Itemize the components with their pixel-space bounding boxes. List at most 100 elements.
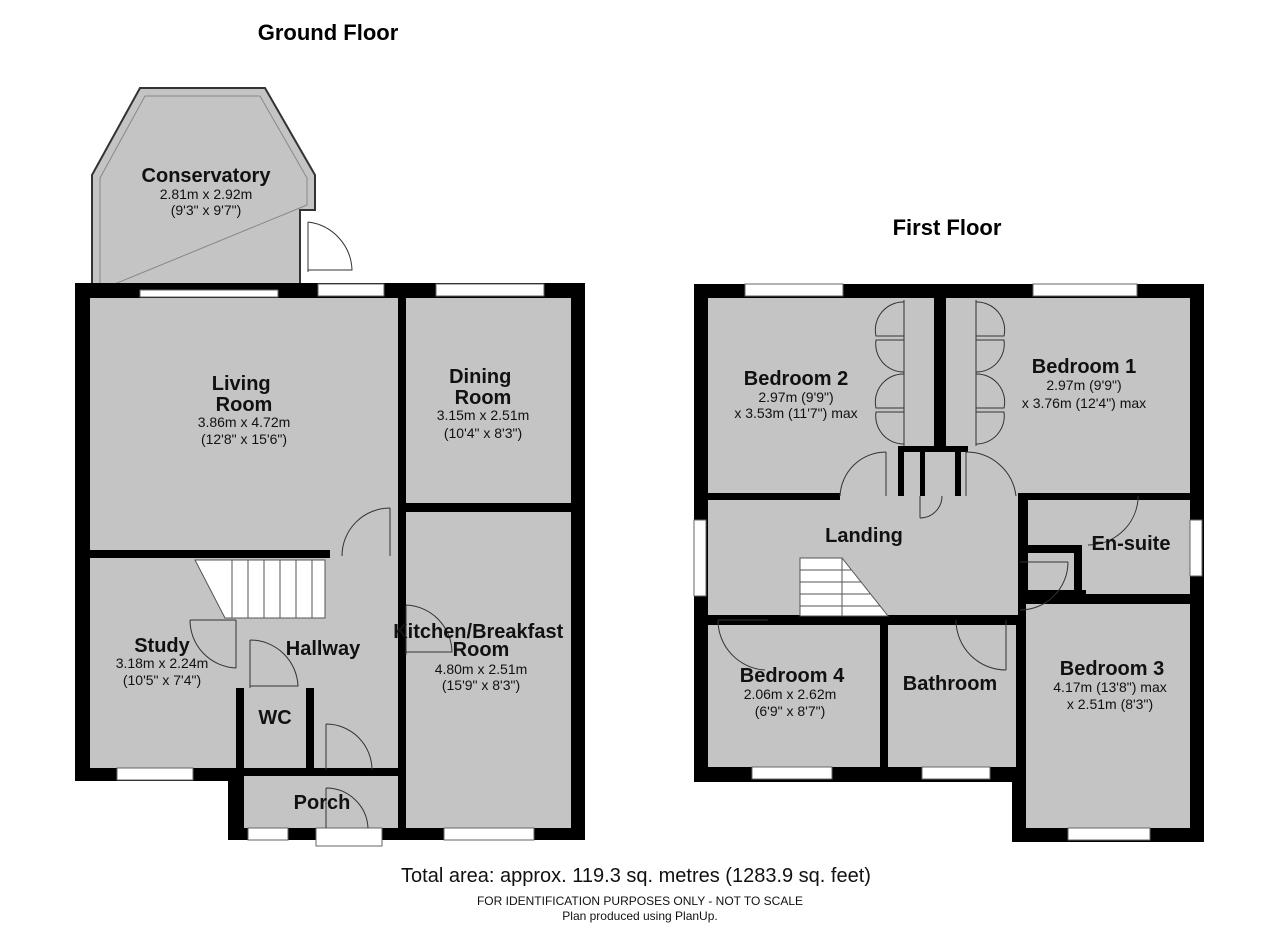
bedroom2-label: Bedroom 2	[744, 368, 848, 390]
dining-room-dim-2: (10'4" x 8'3")	[444, 425, 522, 441]
bedroom4-door	[717, 619, 768, 671]
bedroom4-dim-2: (6'9" x 8'7")	[755, 703, 826, 719]
bedroom3-window	[1067, 827, 1151, 841]
bedroom3-floor	[1026, 604, 1190, 828]
porch-window	[247, 827, 289, 841]
kitchen-label-2: Room	[453, 639, 510, 661]
wall-landing-bottom	[708, 617, 1018, 625]
first-floor-plan: First Floor	[693, 215, 1204, 842]
hall-door	[341, 507, 391, 557]
wall-cupboard-top	[898, 446, 968, 452]
porch-floor	[244, 776, 398, 828]
wall-bath-b3	[1016, 617, 1026, 767]
first-floor-title: First Floor	[893, 215, 1002, 240]
living-room-label-1: Living	[212, 373, 271, 395]
plan-credit: Plan produced using PlanUp.	[562, 909, 717, 923]
bathroom-door	[955, 619, 1007, 671]
dining-room-label-2: Room	[455, 387, 512, 409]
wall-ensuite-bottom	[1074, 594, 1190, 602]
bedroom2-window	[744, 283, 844, 297]
wall-b2-landing	[708, 493, 838, 500]
wall-cupboard-mid	[920, 446, 925, 496]
wall-b1-ensuite	[1018, 493, 1078, 500]
bedroom2-door	[839, 451, 887, 497]
bedroom1-window	[1032, 283, 1138, 297]
bedroom1-label: Bedroom 1	[1032, 356, 1136, 378]
conservatory-dim-1: 2.81m x 2.92m	[160, 186, 253, 202]
dining-window	[435, 283, 545, 297]
conservatory-floor	[91, 87, 316, 291]
living-room-dim-2: (12'8" x 15'6")	[201, 431, 287, 447]
living-window	[317, 283, 385, 297]
dining-room-dim-1: 3.15m x 2.51m	[437, 407, 530, 423]
landing-window	[693, 519, 707, 597]
study-dim-2: (10'5" x 7'4")	[123, 672, 201, 688]
conservatory-glazing	[99, 95, 308, 291]
cupboard-door	[919, 495, 943, 519]
ensuite-cutout-floor	[1086, 500, 1190, 596]
dining-room-label: Dining Room	[449, 366, 517, 409]
bedroom3-label: Bedroom 3	[1060, 658, 1164, 680]
bedroom3-door	[1019, 561, 1069, 611]
ensuite-label: En-suite	[1092, 533, 1171, 555]
kitchen-dim-2: (15'9" x 8'3")	[442, 677, 520, 693]
conservatory-door	[307, 221, 353, 272]
kitchen-door	[405, 604, 453, 655]
wall-b2-b1	[934, 298, 946, 446]
footer: Total area: approx. 119.3 sq. metres (12…	[401, 865, 871, 923]
bedroom2-wardrobe	[874, 300, 905, 446]
dining-room-label-1: Dining	[449, 366, 511, 388]
kitchen-label-1: Kitchen/Breakfast	[393, 621, 563, 643]
wall-dining-kitchen	[398, 503, 578, 512]
landing-patch	[708, 500, 1018, 548]
bathroom-window	[921, 766, 991, 780]
wall-cupboard-right	[955, 446, 961, 496]
wall-ensuite-low	[1074, 545, 1082, 601]
first-stairs	[799, 557, 890, 617]
porch-label: Porch	[294, 792, 351, 814]
ensuite-window	[1189, 519, 1203, 577]
porch-inner-door	[325, 723, 373, 771]
wc-label: WC	[258, 707, 291, 729]
wall-ensuite-step	[1018, 545, 1080, 553]
study-window	[116, 767, 194, 781]
bedroom1-wardrobe	[975, 300, 1006, 446]
bedroom1-door	[965, 451, 1017, 497]
bedroom1-dim-1: 2.97m (9'9")	[1046, 377, 1121, 393]
bedroom2-dim-2: x 3.53m (11'7") max	[734, 405, 857, 421]
kitchen-window	[443, 827, 535, 841]
wall-wc-left	[236, 688, 244, 772]
wall-ensuite-left	[1018, 500, 1028, 552]
first-stair-treads	[800, 558, 880, 616]
living-room-dim-1: 3.86m x 4.72m	[198, 414, 291, 430]
kitchen-dim-1: 4.80m x 2.51m	[435, 661, 528, 677]
ground-floor-plan: Ground Floor Conservatory 2.81m x 2.92m …	[75, 20, 585, 847]
kitchen-lower-floor	[406, 768, 571, 828]
living-room-label-2: Room	[216, 394, 273, 416]
landing-label: Landing	[825, 525, 903, 547]
ground-floor-title: Ground Floor	[258, 20, 399, 45]
total-area: Total area: approx. 119.3 sq. metres (12…	[401, 865, 871, 887]
bathroom-label: Bathroom	[903, 673, 997, 695]
study-door	[189, 619, 237, 669]
ensuite-door	[1087, 496, 1139, 546]
bedroom2-dim-1: 2.97m (9'9")	[758, 389, 833, 405]
bedroom3-dim-2: x 2.51m (8'3")	[1067, 696, 1153, 712]
bedroom4-label: Bedroom 4	[740, 665, 845, 687]
bedroom4-window	[751, 766, 833, 780]
wall-b4-bath	[880, 617, 888, 767]
bathroom-floor	[888, 625, 1016, 767]
kitchen-label: Kitchen/Breakfast Room	[393, 621, 569, 661]
wall-living-hall	[90, 550, 330, 558]
living-room-label: Living Room	[212, 373, 276, 416]
hallway-label: Hallway	[286, 638, 361, 660]
dining-room-floor	[406, 298, 571, 503]
wc-door	[249, 639, 299, 688]
bedroom3-dim-1: 4.17m (13'8") max	[1053, 679, 1166, 695]
study-dim-1: 3.18m x 2.24m	[116, 655, 209, 671]
wall-hall-kitchen	[398, 298, 406, 598]
conservatory-label: Conservatory	[142, 165, 272, 187]
porch-outer-door	[325, 787, 369, 829]
living-window-glazed	[139, 289, 279, 298]
